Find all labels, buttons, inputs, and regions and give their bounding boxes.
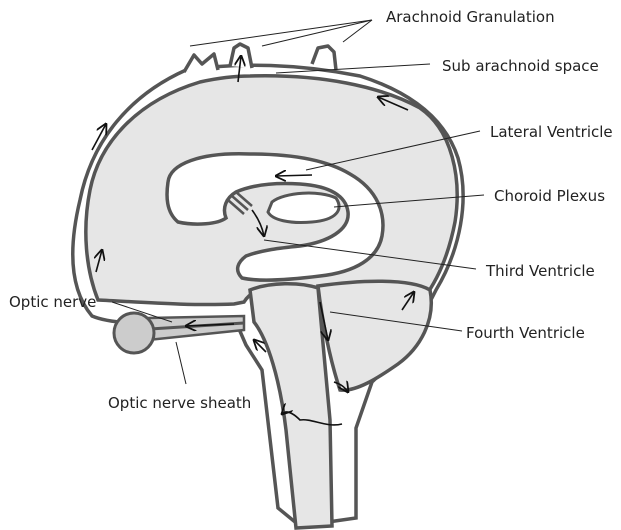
label-arachnoid-granulation: Arachnoid Granulation [386,8,555,26]
flow-arrow [276,175,312,176]
label-fourth-ventricle: Fourth Ventricle [466,324,585,342]
brainstem [250,284,332,528]
label-sub-arachnoid-space: Sub arachnoid space [442,57,599,75]
eyeball [114,313,154,353]
granulation-3 [312,46,336,70]
label-third-ventricle: Third Ventricle [485,262,595,280]
label-optic-nerve: Optic nerve [9,293,96,311]
label-choroid-plexus: Choroid Plexus [494,187,605,205]
choroid-plexus [268,193,339,222]
label-optic-nerve-sheath: Optic nerve sheath [108,394,251,412]
cerebellum [318,281,431,390]
granulation-1 [184,54,218,72]
label-lateral-ventricle: Lateral Ventricle [490,123,613,141]
